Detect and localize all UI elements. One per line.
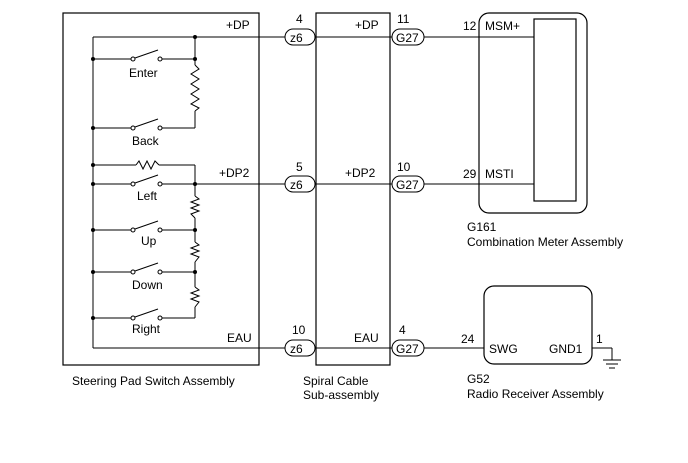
- resistor: [189, 64, 200, 112]
- switch-label-enter: Enter: [129, 66, 158, 80]
- radio-pin-num-1: 1: [596, 332, 603, 346]
- connector-label: z6: [290, 31, 303, 45]
- resistor: [135, 159, 160, 171]
- switch-left: Left: [93, 174, 195, 203]
- radio-title: Radio Receiver Assembly: [467, 387, 604, 401]
- connector-g27-pin10: G27 10: [391, 160, 425, 193]
- connector-z6-pin4: z6 4: [284, 12, 316, 46]
- connector-z6-pin5: z6 5: [284, 160, 316, 193]
- connector-g27-pin11: G27 11: [391, 12, 425, 46]
- connector-label: z6: [290, 342, 303, 356]
- switch-label-right: Right: [132, 322, 161, 336]
- meter-inner-block: [533, 18, 577, 202]
- pin-number: 5: [296, 160, 303, 174]
- pin-label-dp: +DP: [226, 18, 250, 32]
- radio-box: [483, 285, 593, 365]
- pin-number: 4: [399, 323, 406, 337]
- steering-pad-title: Steering Pad Switch Assembly: [72, 374, 235, 388]
- switch-label-back: Back: [132, 134, 160, 148]
- meter-title: Combination Meter Assembly: [467, 235, 623, 249]
- switch-back: Back: [91, 118, 195, 148]
- pin-number: 10: [397, 160, 411, 174]
- connector-label: z6: [290, 178, 303, 192]
- radio-pin-num-24: 24: [461, 332, 475, 346]
- meter-box: [478, 12, 588, 214]
- radio-code: G52: [467, 372, 490, 386]
- resistor: [189, 195, 201, 219]
- switch-label-left: Left: [137, 189, 158, 203]
- spiral-cable-sub-assembly: z6 4 z6 5 z6 10 +DP +DP2 EAU G27 11 G27 …: [284, 12, 470, 402]
- meter-code: G161: [467, 220, 497, 234]
- switch-label-down: Down: [132, 278, 163, 292]
- pin-number: 4: [296, 12, 303, 26]
- meter-pin-num-29: 29: [463, 167, 477, 181]
- connector-label: G27: [396, 178, 419, 192]
- meter-pin-name-msm: MSM+: [485, 19, 520, 33]
- switch-down: Down: [93, 262, 195, 292]
- switch-right: Right: [91, 308, 195, 336]
- steering-pad-switch-assembly: Enter Back Left Up: [62, 12, 287, 388]
- connector-label: G27: [396, 342, 419, 356]
- switch-up: Up: [93, 220, 195, 248]
- spiral-label-eau: EAU: [354, 331, 379, 345]
- switch-label-up: Up: [141, 234, 157, 248]
- pin-label-dp2: +DP2: [219, 166, 250, 180]
- spiral-cable-box: [315, 12, 391, 366]
- radio-pin-name-swg: SWG: [489, 342, 518, 356]
- meter-pin-num-12: 12: [463, 19, 477, 33]
- spiral-cable-title-1: Spiral Cable: [303, 374, 369, 388]
- resistor: [189, 286, 201, 308]
- pin-label-eau: EAU: [227, 331, 252, 345]
- switch-enter: Enter: [93, 49, 197, 80]
- ground-icon: [592, 347, 621, 369]
- combination-meter-assembly: 12 MSM+ 29 MSTI G161 Combination Meter A…: [463, 12, 623, 249]
- radio-receiver-assembly: 24 SWG GND1 1 G52 Radio Receiver Assembl…: [461, 285, 621, 401]
- spiral-label-dp: +DP: [355, 18, 379, 32]
- spiral-cable-title-2: Sub-assembly: [303, 388, 379, 402]
- meter-pin-name-msti: MSTI: [485, 167, 514, 181]
- connector-z6-pin10: z6 10: [284, 323, 316, 357]
- pin-number: 10: [292, 323, 306, 337]
- connector-g27-pin4: G27 4: [391, 323, 425, 357]
- connector-label: G27: [396, 31, 419, 45]
- radio-pin-name-gnd1: GND1: [549, 342, 583, 356]
- resistor: [189, 241, 201, 263]
- pin-number: 11: [397, 12, 410, 26]
- steering-pad-box: [62, 12, 260, 366]
- spiral-label-dp2: +DP2: [345, 166, 376, 180]
